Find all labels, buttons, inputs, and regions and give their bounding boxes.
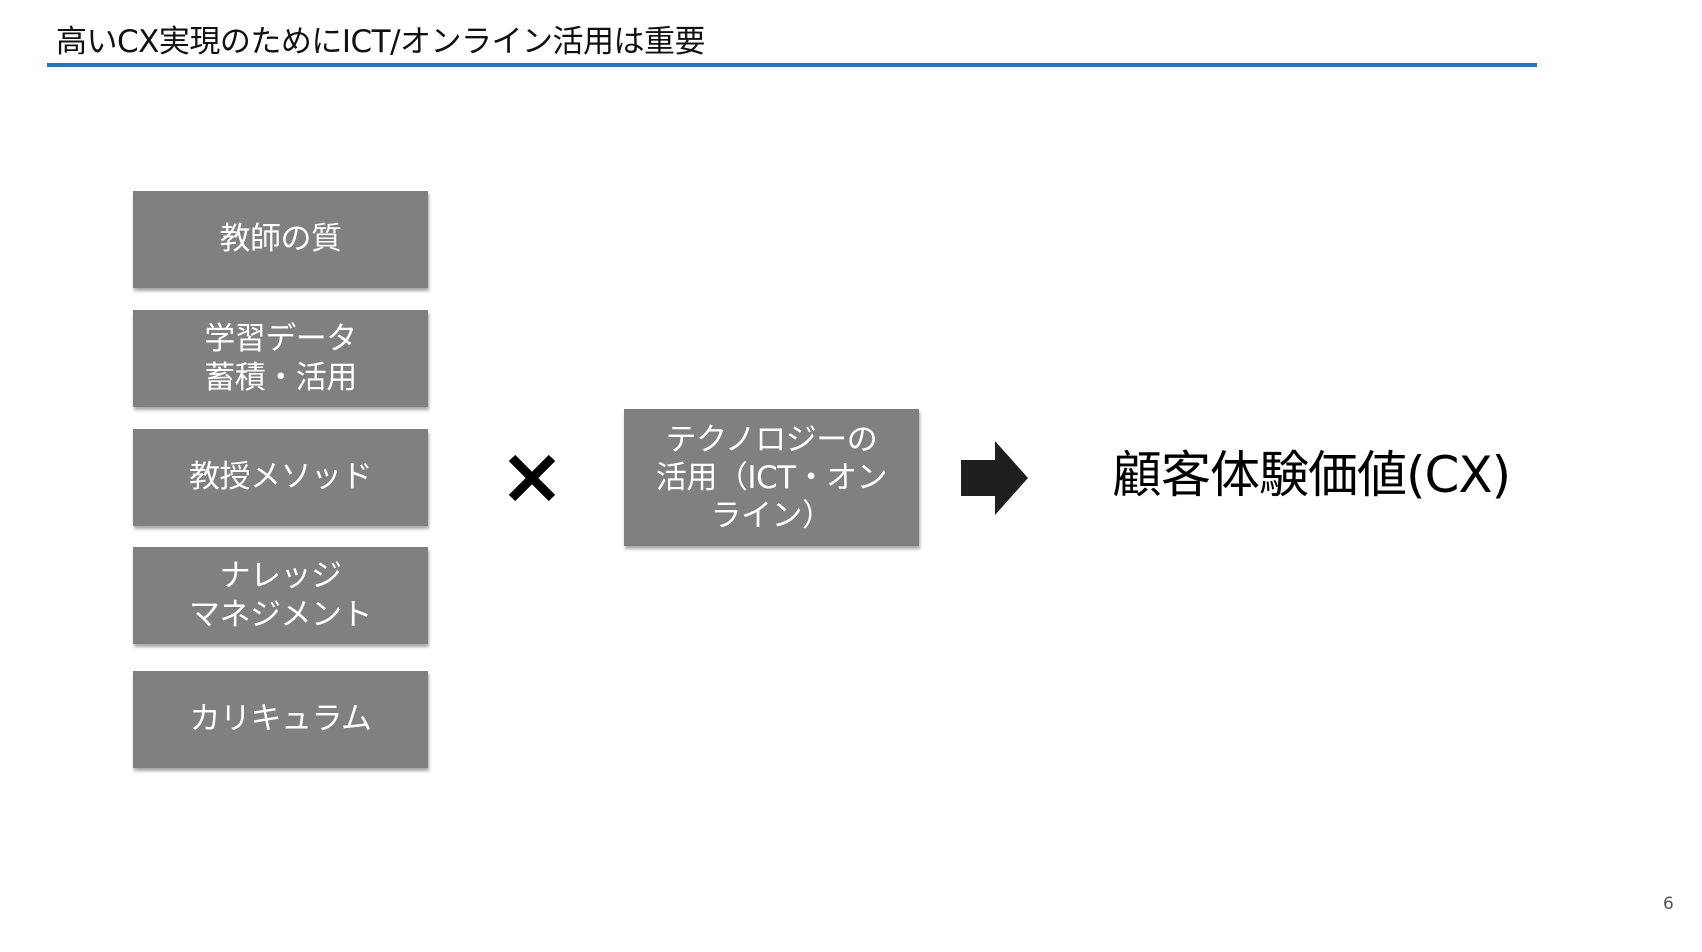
result-label: 顧客体験価値(CX) — [1112, 446, 1511, 504]
factor-box-teaching-method: 教授メソッド — [133, 429, 428, 526]
factor-label: 教師の質 — [219, 221, 343, 257]
factor-label: 学習データ 蓄積・活用 — [204, 320, 357, 396]
factor-label: ナレッジ マネジメント — [189, 557, 373, 633]
factor-box-teacher-quality: 教師の質 — [133, 191, 428, 288]
slide-title: 高いCX実現のためにICT/オンライン活用は重要 — [56, 24, 706, 60]
multiply-icon — [508, 454, 556, 502]
factor-box-curriculum: カリキュラム — [133, 671, 428, 768]
page-number: 6 — [1663, 894, 1674, 914]
factor-label: カリキュラム — [189, 701, 372, 737]
right-arrow-icon — [961, 441, 1028, 515]
factor-label: 教授メソッド — [189, 459, 373, 495]
technology-label: テクノロジーの 活用（ICT・オン ライン） — [655, 421, 888, 534]
title-underline — [47, 63, 1537, 67]
factor-box-knowledge-management: ナレッジ マネジメント — [133, 547, 428, 644]
factor-box-learning-data: 学習データ 蓄積・活用 — [133, 310, 428, 407]
technology-box: テクノロジーの 活用（ICT・オン ライン） — [624, 409, 919, 546]
